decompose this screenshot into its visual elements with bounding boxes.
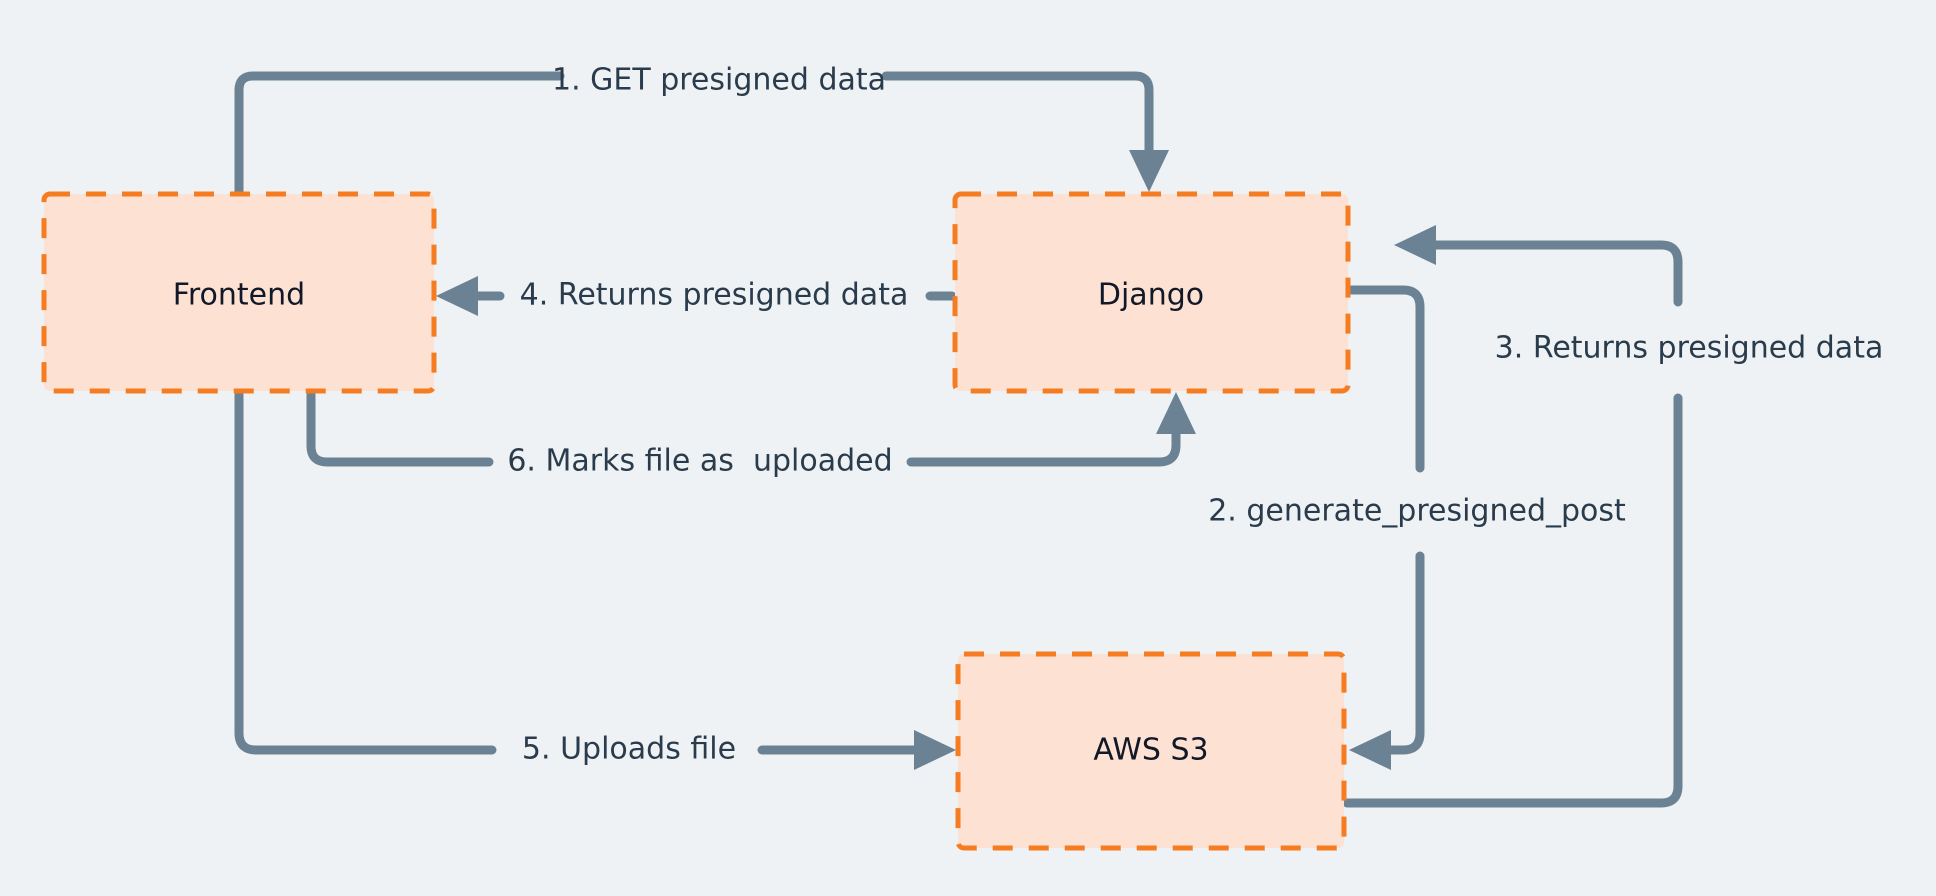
node-frontend-box — [41, 191, 437, 394]
edge-5-label: 5. Uploads file — [522, 732, 736, 767]
edge-3-label: 3. Returns presigned data — [1495, 331, 1884, 366]
edge-2-arrowhead — [1349, 730, 1391, 770]
edge-6-path-left — [306, 390, 494, 467]
edge-5-arrowhead — [914, 730, 956, 770]
node-aws-s3-box — [955, 651, 1347, 851]
node-django-label: Django — [1098, 278, 1204, 313]
edge-1-path-right — [881, 71, 1154, 155]
edge-3-arrowhead — [1394, 225, 1436, 265]
edge-6-marks-file-as-uploaded[interactable]: 6. Marks file as uploaded — [306, 390, 1196, 479]
edge-2-generate-presigned-post[interactable]: 2. generate_presigned_post — [1208, 285, 1626, 770]
edge-3-path-top — [1430, 240, 1683, 307]
edge-2-label: 2. generate_presigned_post — [1208, 494, 1626, 529]
node-aws-s3[interactable]: AWS S3 — [955, 651, 1347, 851]
node-frontend-label: Frontend — [173, 278, 305, 313]
edge-3-returns-presigned-data[interactable]: 3. Returns presigned data — [1342, 225, 1884, 808]
node-frontend[interactable]: Frontend — [41, 191, 437, 394]
edge-2-path-bottom — [1383, 551, 1425, 755]
edge-4-returns-presigned-data[interactable]: 4. Returns presigned data — [436, 276, 957, 316]
edge-6-arrowhead — [1156, 392, 1196, 434]
edge-5-uploads-file[interactable]: 5. Uploads file — [234, 390, 956, 770]
edge-2-path-top — [1346, 285, 1425, 473]
node-aws-s3-label: AWS S3 — [1093, 733, 1208, 768]
edge-5-path-left — [234, 390, 497, 755]
edge-6-path-right — [906, 427, 1181, 467]
edge-6-label: 6. Marks file as uploaded — [507, 444, 892, 479]
edge-1-get-presigned-data[interactable]: 1. GET presigned data — [234, 63, 1169, 199]
node-django[interactable]: Django — [952, 191, 1351, 394]
edge-1-label: 1. GET presigned data — [552, 63, 886, 98]
edge-1-arrowhead — [1129, 150, 1169, 192]
node-django-box — [952, 191, 1351, 394]
edge-4-arrowhead — [436, 276, 478, 316]
edge-1-path — [234, 71, 565, 199]
edge-3-path-bottom — [1342, 393, 1683, 808]
edge-4-label: 4. Returns presigned data — [520, 278, 909, 313]
